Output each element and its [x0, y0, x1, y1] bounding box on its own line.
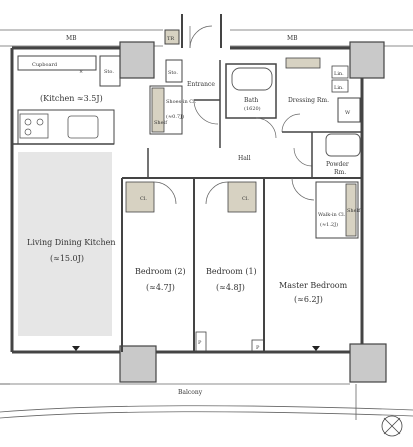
bedroom-2-area: (≈4.7J): [146, 283, 175, 292]
bedroom-walls: [121, 177, 362, 352]
shoes-in-closet-area: (≈0.7J): [166, 113, 184, 120]
kitchen-storage-label: Sto.: [104, 69, 114, 75]
walk-in-shelf-label: Shelf: [347, 208, 361, 214]
linen-bottom-label: Lin.: [334, 85, 344, 91]
bath: Bath (1620): [225, 63, 277, 139]
linen-top-label: Lin.: [334, 71, 344, 77]
pipe-shaft-right-label: P: [256, 345, 260, 351]
dressing-room-label: Dressing Rm.: [288, 97, 329, 104]
closets: Cl. Cl. Walk-in Cl. (≈1.2J) Shelf: [125, 177, 361, 239]
master-bedroom-label: Master Bedroom: [279, 281, 348, 290]
column-bottom-right: [349, 343, 387, 383]
bedroom-2-label: Bedroom (2): [135, 267, 186, 276]
svg-text:×: ×: [79, 69, 83, 75]
walk-in-closet-label: Walk-in Cl.: [318, 212, 346, 218]
column-bottom-left: [119, 345, 157, 383]
walk-in-closet-area: (≈1.2J): [320, 221, 338, 228]
entrance-area: TR Entrance: [164, 14, 222, 88]
mb-label-right: MB: [287, 35, 298, 42]
north-arrow-icon: [381, 415, 403, 437]
bedroom-1-area: (≈4.8J): [216, 283, 245, 292]
balcony: Balcony: [0, 383, 413, 420]
closet-left-label: Cl.: [140, 196, 147, 202]
entrance-shelf-label: Shelf: [154, 120, 168, 126]
structural-columns: [119, 41, 387, 383]
ldk-label: Living Dining Kitchen: [27, 238, 116, 247]
tr-label: TR: [167, 36, 174, 42]
entrance-storage: Sto. Shoes-in Cl. (≈0.7J) Shelf: [149, 59, 221, 148]
master-bedroom-area: (≈6.2J): [294, 295, 323, 304]
living-dining-kitchen: Living Dining Kitchen (≈15.0J): [18, 152, 116, 351]
shoes-in-closet-label: Shoes-in Cl.: [166, 99, 197, 105]
pipe-shaft-left-label: P: [198, 340, 202, 346]
pipe-shafts: P P: [195, 331, 320, 353]
dressing-room: Dressing Rm. Lin. Lin. W: [281, 57, 362, 133]
balcony-label: Balcony: [178, 389, 203, 396]
kitchen: Cupboard × Sto. (Kitchen ≈3.5J): [12, 55, 121, 145]
bedroom-1-label: Bedroom (1): [206, 267, 257, 276]
ldk-area: (≈15.0J): [50, 254, 84, 263]
column-top-left: [119, 41, 155, 79]
powder-room-label-2: Rm.: [334, 169, 346, 176]
mb-label-left: MB: [66, 35, 77, 42]
bath-label: Bath: [244, 97, 258, 104]
powder-room-label-1: Powder: [326, 161, 349, 168]
closet-mid-label: Cl.: [242, 196, 249, 202]
hall-label: Hall: [238, 155, 251, 162]
kitchen-label: (Kitchen ≈3.5J): [40, 94, 103, 103]
column-top-right: [349, 41, 385, 79]
powder-room: Powder Rm.: [293, 132, 361, 178]
cupboard-label: Cupboard: [32, 62, 58, 68]
bath-size: (1620): [244, 105, 261, 112]
washer-label: W: [345, 110, 351, 116]
entrance-label: Entrance: [187, 81, 215, 88]
entrance-storage-label: Sto.: [168, 70, 178, 76]
